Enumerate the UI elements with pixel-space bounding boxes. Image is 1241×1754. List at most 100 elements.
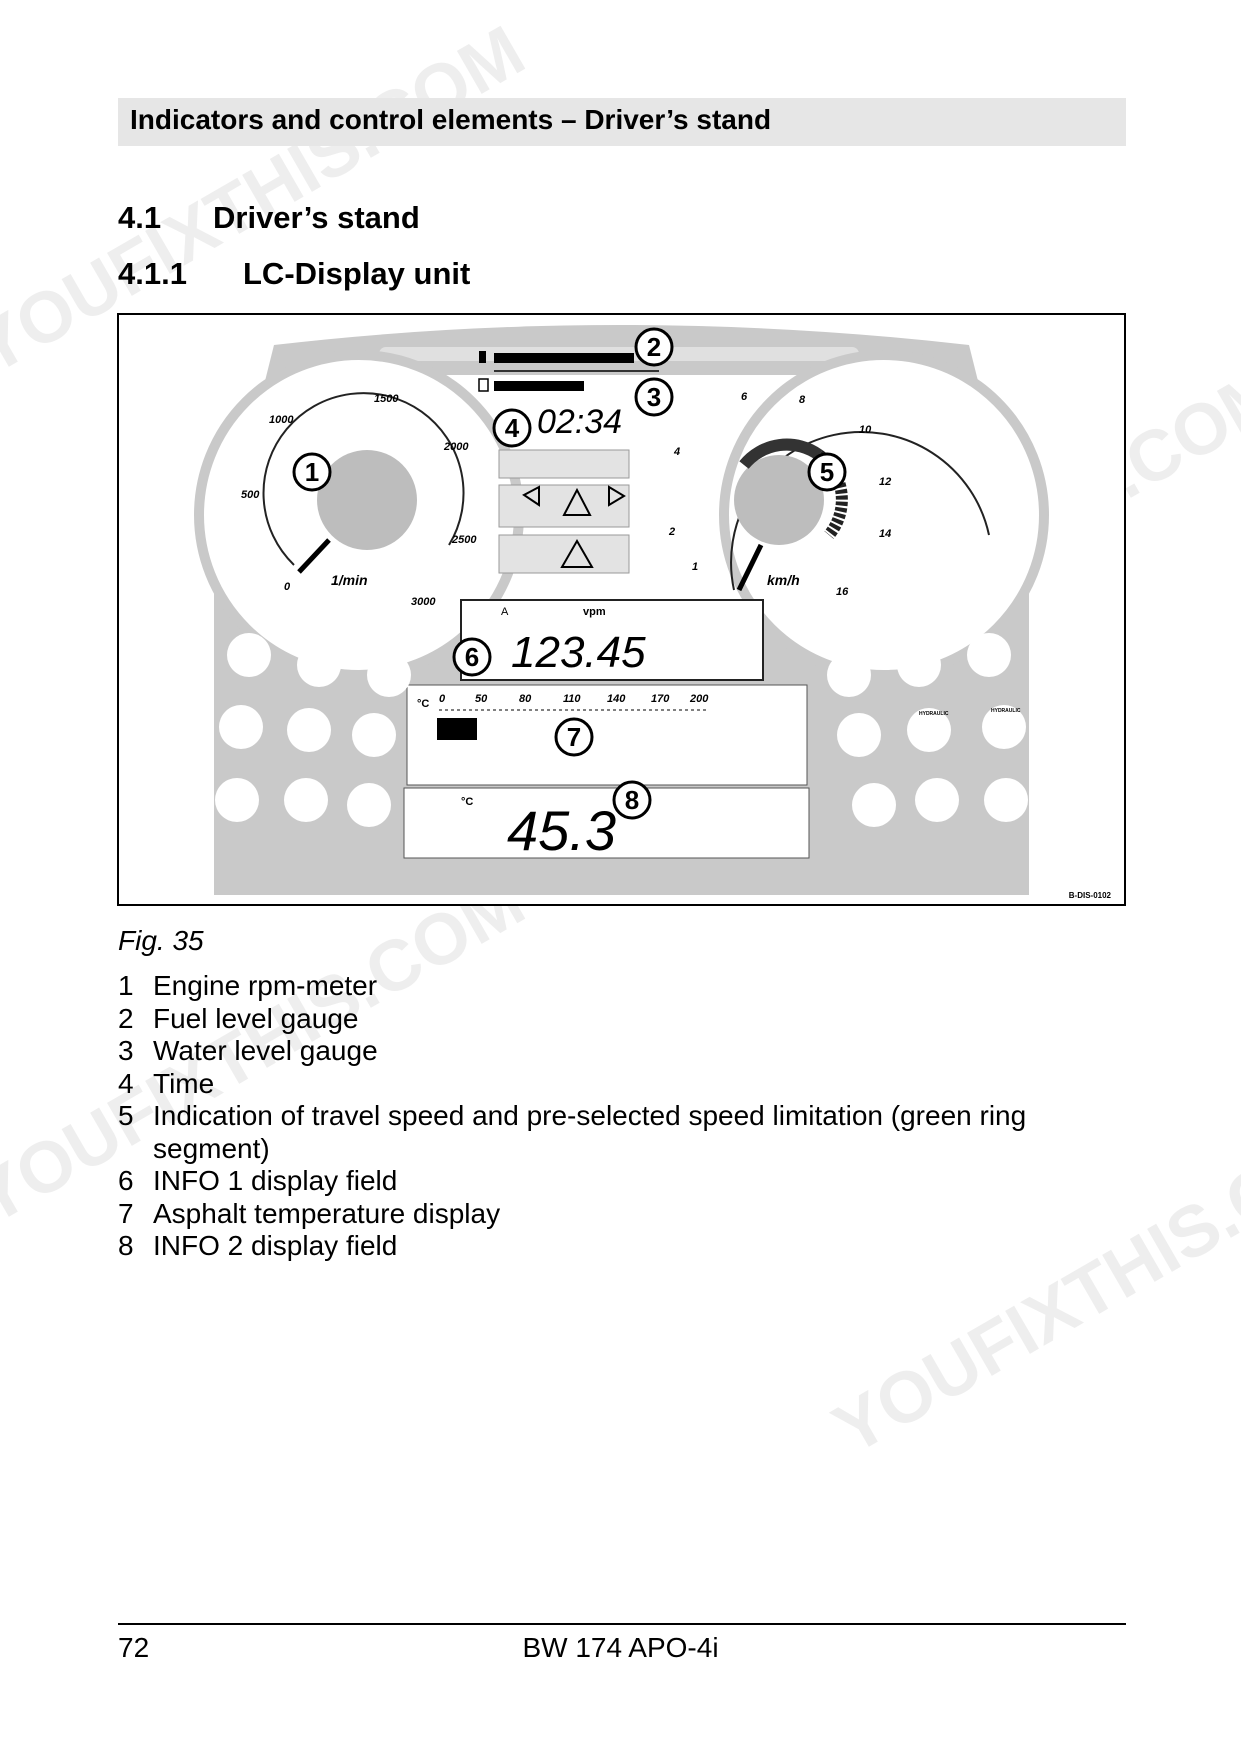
speed-tick-12: 12: [879, 476, 891, 488]
footer-rule: [118, 1623, 1126, 1625]
callout-8-circle: [612, 780, 652, 820]
callout-1: 1: [305, 457, 319, 487]
page-number: 72: [118, 1632, 150, 1663]
header-bar: [118, 98, 1126, 146]
rpm-arc: [262, 392, 465, 566]
legend-number: 3: [118, 1035, 134, 1066]
subsection-number: 4.1.1: [118, 256, 187, 291]
page-header-title: Indicators and control elements – Driver…: [130, 104, 772, 135]
subsection-title: LC-Display unit: [243, 256, 471, 291]
legend-number: 7: [118, 1197, 134, 1229]
lc-display-figure: 0 500 1000 1500 2000 2500 3000 1/min 0 1…: [117, 313, 1126, 906]
figure-caption: Fig. 35: [118, 925, 204, 956]
legend-item: 1 Engine rpm-meter: [118, 970, 1128, 1003]
speed-unit: km/h: [767, 572, 800, 588]
temperature-field: [406, 684, 808, 786]
callout-2-circle: [634, 327, 674, 367]
legend-text: Indication of travel speed and pre-selec…: [153, 1100, 1027, 1164]
water-icon: [478, 378, 489, 392]
callout-7: 7: [567, 722, 581, 752]
legend-text: INFO 1 display field: [153, 1165, 398, 1196]
legend-number: 4: [118, 1067, 134, 1099]
info1-tab-a: A: [501, 606, 509, 618]
legend-item: 2 Fuel level gauge: [118, 1003, 1128, 1036]
legend-text: Asphalt temperature display: [153, 1197, 501, 1229]
legend-item: 5 Indication of travel speed and pre-sele…: [118, 1100, 1128, 1165]
callout-4: 4: [505, 413, 520, 443]
right-button-group: [827, 633, 1028, 827]
temp-unit: °C: [417, 698, 429, 710]
rpm-tick-0: 0: [284, 581, 291, 593]
legend-text: Engine rpm-meter: [153, 970, 378, 1001]
legend-number: 8: [118, 1230, 134, 1261]
temp-tick-0: 0: [439, 693, 446, 705]
legend-text: Time: [153, 1067, 215, 1099]
info1-tab-vpm: vpm: [583, 606, 606, 618]
callout-4-circle: [492, 408, 532, 448]
left-button-group: [215, 633, 411, 827]
section-title: Driver’s stand: [213, 200, 420, 235]
callout-3-circle: [634, 377, 674, 417]
figure-code: B-DIS-0102: [1069, 891, 1112, 900]
temp-tick-80: 80: [519, 693, 532, 705]
up-arrow-icon: [562, 487, 592, 516]
direction-buttons: [498, 484, 630, 528]
section-number: 4.1: [118, 200, 162, 235]
legend-number: 5: [118, 1100, 134, 1131]
warning-triangle-icon: [560, 538, 594, 568]
speed-tick-1: 1: [692, 561, 698, 573]
speed-needle: [736, 543, 764, 592]
legend-text: Fuel level gauge: [153, 1002, 359, 1034]
rpm-tick-500: 500: [241, 489, 260, 501]
clock-display: 02:34: [537, 403, 622, 441]
lc-display-diagram: 0 500 1000 1500 2000 2500 3000 1/min 0 1…: [194, 325, 1112, 900]
speed-tick-8: 8: [799, 394, 806, 406]
callout-7-circle: [554, 717, 594, 757]
speed-tick-4: 4: [673, 446, 680, 458]
rpm-tick-3000: 3000: [411, 596, 436, 608]
legend-item: 7 Asphalt temperature display: [118, 1198, 1128, 1231]
legend-item: 4 Time: [118, 1068, 1128, 1101]
right-arrow-icon: [608, 485, 626, 507]
rpm-tick-2000: 2000: [443, 441, 469, 453]
speed-tick-10: 10: [859, 424, 872, 436]
speed-tick-14: 14: [879, 528, 891, 540]
legend-text: INFO 2 display field: [153, 1230, 398, 1261]
speed-gauge-bezel: [719, 350, 1049, 680]
rpm-needle: [297, 538, 331, 574]
info1-value: 123.45: [511, 628, 646, 677]
left-arrow-icon: [522, 485, 540, 507]
rpm-unit: 1/min: [331, 572, 368, 588]
temp-tick-110: 110: [563, 693, 581, 705]
callout-3: 3: [647, 382, 661, 412]
rpm-tick-1000: 1000: [269, 414, 294, 426]
speed-hub: [734, 455, 824, 545]
rpm-tick-1500: 1500: [374, 393, 399, 405]
center-top-buttons: [498, 449, 630, 479]
callout-1-circle: [292, 452, 332, 492]
water-level-bar: [494, 381, 584, 391]
hydraulic-label-1: HYDRAULIC: [919, 711, 949, 717]
model-name: BW 174 APO-4i: [522, 1632, 719, 1663]
legend-item: 8 INFO 2 display field: [118, 1230, 1128, 1263]
speed-tick-2: 2: [668, 526, 675, 538]
rpm-tick-2500: 2500: [451, 534, 477, 546]
callout-6-circle: [452, 637, 492, 677]
hydraulic-label-2: HYDRAULIC: [991, 708, 1021, 714]
legend-number: 1: [118, 970, 134, 1001]
speed-ring-black: [815, 450, 848, 539]
callout-2: 2: [647, 332, 661, 362]
callout-5: 5: [820, 457, 834, 487]
temp-tick-170: 170: [651, 693, 670, 705]
temp-tick-50: 50: [475, 693, 488, 705]
info2-temp-unit: °C: [461, 796, 473, 808]
info2-field: [403, 787, 810, 859]
speed-arc: [730, 431, 990, 591]
speed-tick-16: 16: [836, 586, 849, 598]
legend-number: 2: [118, 1002, 134, 1034]
speed-ring-segment: [739, 438, 823, 469]
info2-value: 45.3: [507, 799, 616, 862]
